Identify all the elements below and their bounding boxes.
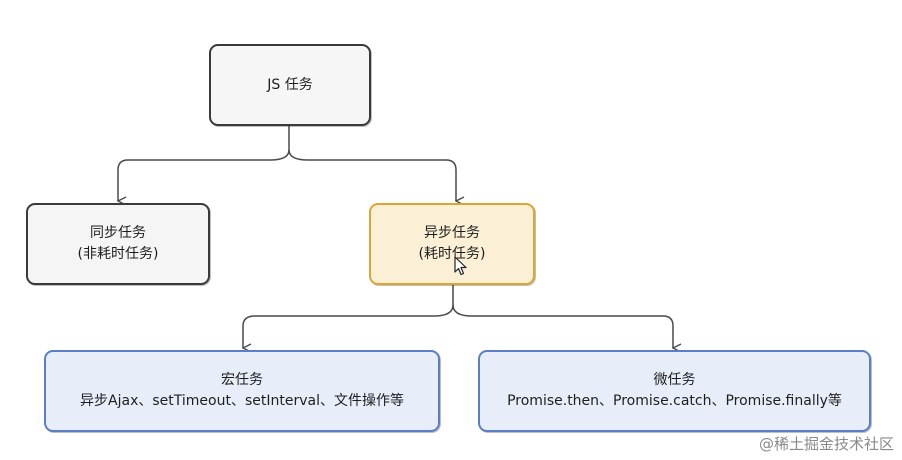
macro-task-label: 宏任务 bbox=[221, 372, 263, 388]
sync-task-node: 同步任务 (非耗时任务) bbox=[26, 203, 210, 285]
connector-async-to-macro bbox=[243, 285, 454, 348]
mouse-pointer-icon bbox=[454, 256, 467, 276]
micro-task-examples: Promise.then、Promise.catch、Promise.final… bbox=[507, 393, 842, 409]
async-task-node: 异步任务 (耗时任务) bbox=[369, 203, 535, 285]
connector-async-to-micro bbox=[452, 304, 673, 348]
macro-task-examples: 异步Ajax、setTimeout、setInterval、文件操作等 bbox=[80, 393, 404, 409]
async-task-note: (耗时任务) bbox=[418, 246, 486, 262]
micro-task-label: 微任务 bbox=[653, 372, 696, 388]
connector-root-to-sync bbox=[118, 126, 290, 201]
async-task-label: 异步任务 bbox=[424, 225, 480, 241]
watermark: @稀土掘金技术社区 bbox=[758, 435, 894, 453]
micro-task-node: 微任务 Promise.then、Promise.catch、Promise.f… bbox=[478, 350, 871, 432]
macro-task-node: 宏任务 异步Ajax、setTimeout、setInterval、文件操作等 bbox=[44, 350, 440, 432]
connector-root-to-async bbox=[288, 149, 456, 201]
js-task-label: JS 任务 bbox=[267, 76, 313, 93]
js-task-node: JS 任务 bbox=[209, 44, 371, 126]
sync-task-note: (非耗时任务) bbox=[77, 246, 159, 262]
sync-task-label: 同步任务 bbox=[90, 225, 146, 241]
